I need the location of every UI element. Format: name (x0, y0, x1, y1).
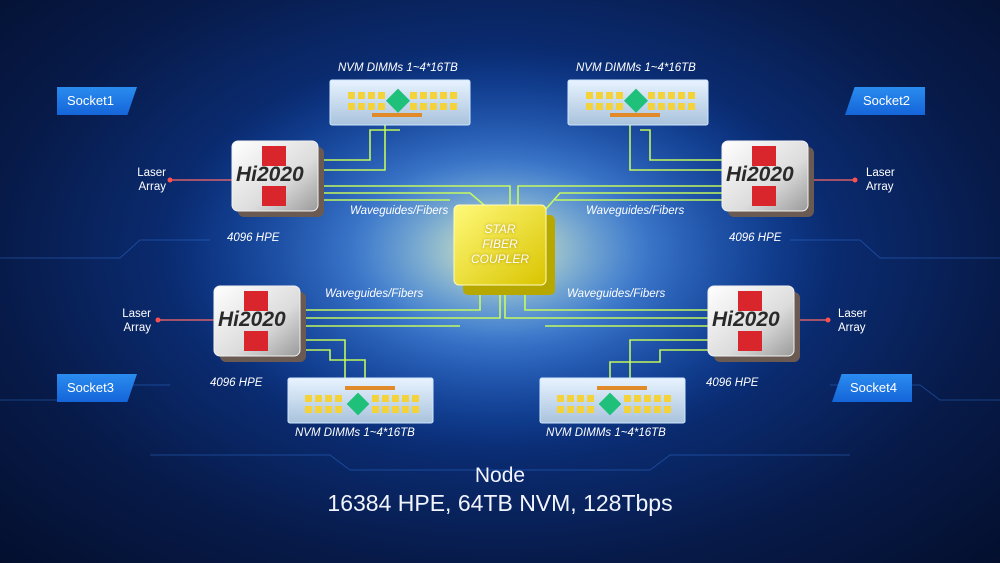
chip-bottom-right (707, 285, 800, 362)
chip-label-bottom-right: Hi2020 (712, 308, 780, 331)
waveguide-label-top-left: Waveguides/Fibers (350, 205, 449, 217)
waveguide-traces (300, 122, 722, 382)
node-title: Node (474, 464, 526, 487)
waveguide-label-bottom-left: Waveguides/Fibers (325, 288, 424, 300)
socket-1-tag: Socket1 (57, 87, 137, 115)
node-summary: 16384 HPE, 64TB NVM, 128Tbps (327, 490, 673, 516)
nvm-label-bottom-right: NVM DIMMs 1~4*16TB (546, 427, 666, 439)
chip-label-top-left: Hi2020 (236, 163, 304, 186)
hpe-label-top-right: 4096 HPE (729, 232, 782, 244)
waveguide-label-top-right: Waveguides/Fibers (586, 205, 685, 217)
hpe-label-bottom-right: 4096 HPE (706, 377, 759, 389)
socket-3-tag: Socket3 (57, 374, 137, 402)
coupler-label: STAR FIBER COUPLER (470, 222, 529, 266)
nvm-dimm-top-left (329, 79, 471, 126)
chip-label-top-right: Hi2020 (726, 163, 794, 186)
nvm-label-bottom-left: NVM DIMMs 1~4*16TB (295, 427, 415, 439)
socket-4-tag: Socket4 (832, 374, 912, 402)
nvm-dimm-bottom-left (287, 377, 434, 424)
laser-dots (155, 177, 858, 323)
chip-top-right (721, 140, 814, 217)
chip-label-bottom-left: Hi2020 (218, 308, 286, 331)
socket-2-tag: Socket2 (845, 87, 925, 115)
nvm-dimm-top-right (567, 79, 709, 126)
hpe-label-bottom-left: 4096 HPE (210, 377, 263, 389)
nvm-label-top-right: NVM DIMMs 1~4*16TB (576, 62, 696, 74)
hpe-label-top-left: 4096 HPE (227, 232, 280, 244)
chip-top-left (231, 140, 324, 217)
nvm-label-top-left: NVM DIMMs 1~4*16TB (338, 62, 458, 74)
nvm-dimm-bottom-right (539, 377, 686, 424)
waveguide-label-bottom-right: Waveguides/Fibers (567, 288, 666, 300)
star-fiber-coupler (453, 204, 555, 295)
chip-bottom-left (213, 285, 306, 362)
